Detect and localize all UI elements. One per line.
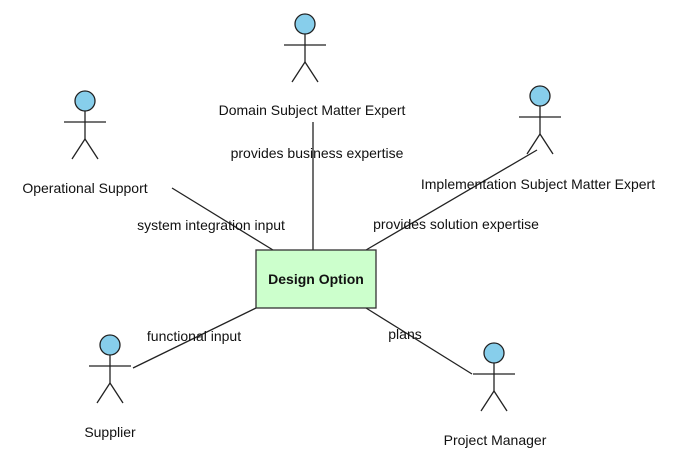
actor-operational-support[interactable]: Operational Support	[22, 90, 148, 196]
actor-right-leg	[84, 138, 99, 160]
actor-supplier[interactable]: Supplier	[84, 334, 136, 440]
actor-domain-sme[interactable]: Domain Subject Matter Expert	[219, 13, 406, 118]
relation-labels: provides business expertise provides solu…	[137, 145, 539, 344]
actor-label: Operational Support	[22, 180, 147, 196]
association-line-project-manager[interactable]	[365, 307, 473, 375]
design-option-label: Design Option	[268, 271, 364, 287]
actors: Domain Subject Matter ExpertImplementati…	[22, 13, 655, 448]
actor-label: Project Manager	[444, 432, 547, 448]
association-line-implementation-sme[interactable]	[365, 149, 538, 251]
actor-head-icon	[99, 334, 121, 356]
connectors	[132, 122, 538, 375]
actor-left-leg	[71, 138, 86, 160]
association-line-supplier[interactable]	[132, 307, 257, 369]
actor-head-icon	[294, 13, 316, 35]
actor-right-leg	[304, 61, 319, 83]
actor-label: Domain Subject Matter Expert	[219, 102, 406, 118]
design-option-node[interactable]: Design Option	[255, 249, 377, 309]
actor-project-manager[interactable]: Project Manager	[444, 342, 547, 448]
association-label-operational-support: system integration input	[137, 217, 285, 233]
actor-left-leg	[291, 61, 306, 83]
association-label-domain-sme: provides business expertise	[231, 145, 404, 161]
association-label-project-manager: plans	[388, 326, 421, 342]
actor-label: Supplier	[84, 424, 136, 440]
actor-head-icon	[529, 85, 551, 107]
design-option-box[interactable]	[255, 249, 377, 309]
actor-right-leg	[109, 382, 124, 404]
actor-right-leg	[539, 133, 554, 155]
association-line-operational-support[interactable]	[171, 187, 274, 251]
actor-head-icon	[483, 342, 505, 364]
actor-label: Implementation Subject Matter Expert	[421, 176, 655, 192]
actor-left-leg	[480, 390, 495, 412]
actor-left-leg	[96, 382, 111, 404]
actor-implementation-sme[interactable]: Implementation Subject Matter Expert	[421, 85, 655, 192]
association-label-implementation-sme: provides solution expertise	[373, 216, 539, 232]
actor-right-leg	[493, 390, 508, 412]
association-label-supplier: functional input	[147, 328, 241, 344]
actor-left-leg	[526, 133, 541, 155]
actor-head-icon	[74, 90, 96, 112]
